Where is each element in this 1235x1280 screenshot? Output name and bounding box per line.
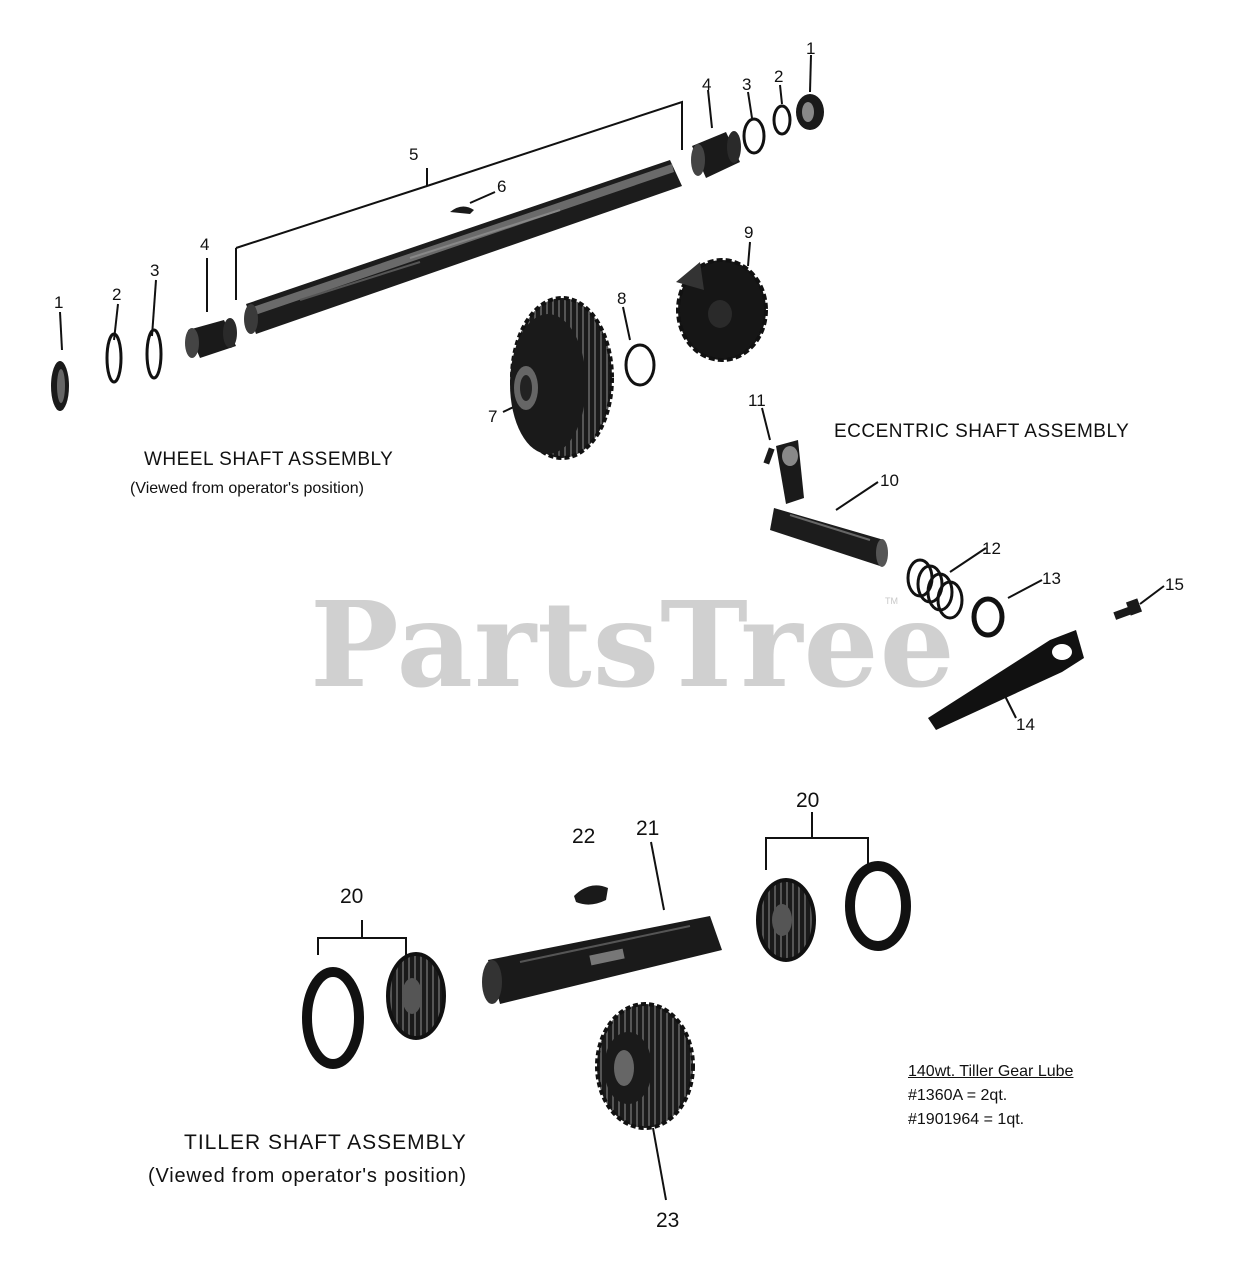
eccentric-shaft-title: ECCENTRIC SHAFT ASSEMBLY — [834, 421, 1130, 442]
bearing-cup-part-20-right — [845, 861, 911, 951]
callout-10: 10 — [880, 471, 899, 490]
callout-6: 6 — [497, 177, 507, 196]
callout-7: 7 — [488, 407, 498, 426]
nut-part-1-right — [796, 94, 824, 130]
callout-13: 13 — [1042, 569, 1061, 588]
callout-20-right: 20 — [796, 789, 820, 812]
snap-ring-part-8 — [624, 343, 656, 387]
bearing-cone-part-20-left — [386, 952, 446, 1040]
sprocket-part-9 — [676, 258, 768, 362]
callout-11: 11 — [748, 391, 766, 410]
callout-8: 8 — [617, 289, 627, 308]
lube-note-line-2: #1901964 = 1qt. — [908, 1111, 1025, 1128]
wheel-shaft-part-5 — [244, 160, 682, 334]
watermark-trademark: TM — [885, 596, 898, 606]
tiller-shaft-subtitle: (Viewed from operator's position) — [148, 1165, 467, 1187]
bearing-cone-part-20-right — [756, 878, 816, 962]
bushing-part-4-right — [691, 131, 741, 178]
bearing-cup-part-20-left — [302, 967, 364, 1069]
callout-2-right: 2 — [774, 67, 784, 86]
washer-part-2-left — [105, 332, 123, 384]
callout-3-left: 3 — [150, 261, 160, 280]
snap-ring-part-3-right — [742, 117, 766, 155]
lube-note-line-1: #1360A = 2qt. — [908, 1087, 1008, 1104]
callout-4-left: 4 — [200, 235, 210, 254]
wheel-shaft-subtitle: (Viewed from operator's position) — [130, 480, 364, 497]
gear-part-23 — [595, 1002, 695, 1130]
callout-21: 21 — [636, 817, 660, 840]
pin-part-11 — [763, 447, 775, 465]
lube-note-title: 140wt. Tiller Gear Lube — [908, 1063, 1074, 1080]
callout-15: 15 — [1165, 575, 1184, 594]
bushing-part-4-left — [185, 318, 237, 358]
callout-2-left: 2 — [112, 285, 122, 304]
snap-ring-part-3-left — [145, 328, 163, 380]
callout-22: 22 — [572, 825, 596, 848]
gear-part-7 — [510, 296, 614, 460]
wheel-shaft-title: WHEEL SHAFT ASSEMBLY — [144, 449, 394, 470]
callout-20-left: 20 — [340, 885, 364, 908]
watermark-text: PartsTree — [310, 575, 956, 714]
tiller-shaft-part-21 — [482, 916, 722, 1004]
key-part-6 — [450, 206, 474, 214]
callout-23: 23 — [656, 1209, 680, 1232]
key-part-22 — [574, 885, 608, 905]
spring-part-12 — [906, 558, 964, 620]
eccentric-shaft-part-10 — [770, 440, 888, 567]
callout-9: 9 — [744, 223, 754, 242]
bolt-part-15 — [1113, 598, 1143, 620]
callout-14: 14 — [1016, 715, 1035, 734]
washer-part-2-right — [772, 104, 792, 136]
callout-1-left: 1 — [54, 293, 64, 312]
callout-3-right: 3 — [742, 75, 752, 94]
nut-part-1-left — [51, 361, 69, 411]
washer-part-13 — [971, 596, 1005, 638]
callout-5: 5 — [409, 145, 419, 164]
callout-12: 12 — [982, 539, 1001, 558]
tiller-shaft-title: TILLER SHAFT ASSEMBLY — [184, 1131, 467, 1154]
callout-4-right: 4 — [702, 75, 712, 94]
callout-1-right: 1 — [806, 39, 816, 58]
lever-arm-part-14 — [928, 630, 1084, 730]
